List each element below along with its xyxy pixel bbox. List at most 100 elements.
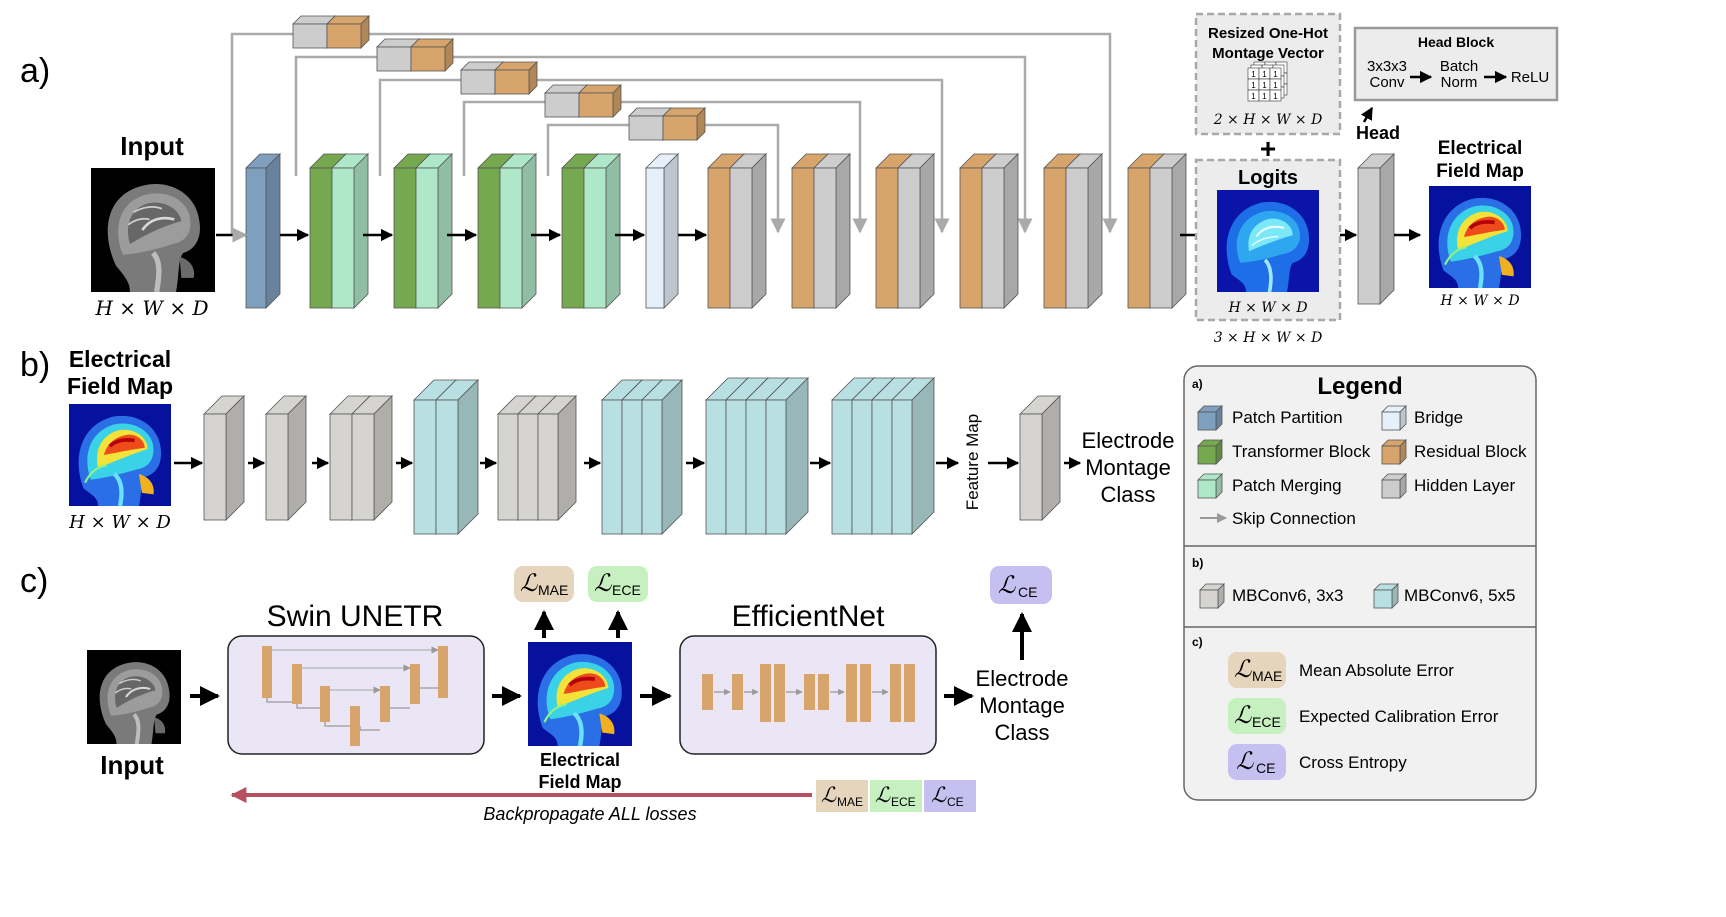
panel-label-a: a) — [20, 52, 50, 90]
b-block-3-layer-0-front — [329, 413, 353, 521]
panel-b: Electrical Field Map H × W × D Feature M… — [67, 346, 1174, 535]
loss-symbol: ℒ — [998, 571, 1016, 599]
legend-swatch-mbconv3-front — [1199, 589, 1219, 609]
logits-label: Logits — [1238, 167, 1298, 189]
swin-layer-5 — [410, 664, 420, 704]
panel-a-output-label-line1: Electrical — [1438, 138, 1523, 159]
head-block-layer — [1357, 153, 1395, 305]
loss-sub-ece: ECE — [891, 795, 916, 809]
decoder-stage-2 — [791, 153, 851, 309]
loss-symbol: ℒ — [594, 569, 612, 597]
head-label: Head — [1356, 123, 1400, 143]
logits-inner-dims: H × W × D — [1227, 300, 1307, 316]
skip-block-5-layer-0-front — [628, 115, 664, 141]
decoder-stage-4-layer-1 — [981, 153, 1019, 309]
b-block-7-layer-3-front — [765, 399, 787, 535]
skip-blocks — [292, 15, 706, 141]
skip-block-1-layer-1 — [326, 15, 370, 49]
loss-sub-ce: CE — [1018, 584, 1037, 600]
panel-b-output-line2: Montage — [1085, 455, 1171, 480]
b-block-2 — [265, 395, 307, 521]
loss-sub-ece: ECE — [1252, 714, 1281, 730]
efficientnet-layer-5 — [818, 674, 829, 710]
onehot-cell-value: 1 — [1251, 81, 1256, 90]
onehot-cell-value: 1 — [1262, 70, 1267, 79]
onehot-cell-value: 1 — [1273, 81, 1278, 90]
skip-block-3-layer-1-front — [494, 69, 530, 95]
b-block-3-layer-1-front — [351, 413, 375, 521]
panel-b-input-label-line1: Electrical — [69, 346, 171, 372]
b-block-final-front — [1019, 413, 1043, 521]
swin-layer-1 — [292, 664, 302, 704]
onehot-cell-value: 1 — [1251, 92, 1256, 101]
legend: a) Legend Patch Partition Bridge Transfo… — [1183, 365, 1537, 801]
encoder-stage-3-layer-0-front — [477, 167, 501, 309]
panel-label-b: b) — [20, 346, 50, 384]
b-block-5-layer-0-front — [497, 413, 519, 521]
legend-swatch-patch-partition — [1197, 405, 1223, 431]
panel-c-output-line1: Electrode — [976, 666, 1069, 691]
b-block-8-layer-3-side — [911, 377, 935, 535]
legend-mae-desc: Mean Absolute Error — [1299, 661, 1454, 680]
encoder-stage-4-layer-1-side — [605, 153, 621, 309]
efficientnet-layer-2 — [760, 664, 771, 722]
loss-badge-mae-bottom: ℒ MAE — [816, 780, 868, 812]
legend-hidden-layer: Hidden Layer — [1414, 476, 1515, 495]
decoder-stage-2-layer-0-front — [791, 167, 815, 309]
decoder-stage-3-layer-0-front — [875, 167, 899, 309]
panel-b-output-line3: Class — [1100, 482, 1155, 507]
panel-a-output-label-line2: Field Map — [1436, 161, 1524, 182]
bridge-block-side — [663, 153, 679, 309]
swin-unet-schematic — [262, 646, 448, 746]
head-block-box: Head Block 3x3x3 Conv Batch Norm ReLU — [1353, 26, 1559, 102]
legend-swatch-mbconv3 — [1199, 583, 1225, 609]
swin-layer-2 — [320, 686, 330, 722]
b-block-6-layer-2 — [641, 379, 683, 535]
efficientnet-layer-0 — [702, 674, 713, 710]
panel-c-input-label: Input — [100, 750, 164, 780]
b-block-4-layer-1 — [435, 379, 479, 535]
swin-layer-0 — [262, 646, 272, 698]
b-block-4 — [413, 379, 479, 535]
encoder-stage-3-layer-1-side — [521, 153, 537, 309]
decoder-stage-2-layer-1-side — [835, 153, 851, 309]
decoder-stage-6-layer-1-side — [1171, 153, 1187, 309]
b-block-3 — [329, 395, 393, 521]
legend-section-a: a) — [1192, 377, 1203, 391]
legend-title: Legend — [1317, 373, 1402, 400]
skip-block-1-layer-1-front — [326, 23, 362, 49]
panel-b-input-efm-image — [69, 404, 171, 506]
loss-symbol: ℒ — [520, 569, 538, 597]
patch-partition-block-front — [245, 167, 267, 309]
decoder-stage-1-layer-1 — [729, 153, 767, 309]
head-block-layer-front — [1357, 167, 1381, 305]
encoder-stage-4-layer-1-front — [583, 167, 607, 309]
panel-a-output-efm-image — [1429, 186, 1531, 288]
encoder-stage-4 — [561, 153, 621, 309]
encoder-stage-2-layer-1-front — [415, 167, 439, 309]
loss-badge-ece-top: ℒ ECE — [588, 566, 648, 602]
decoder-stage-6-layer-1-front — [1149, 167, 1173, 309]
legend-swatch-hidden-layer-front — [1381, 479, 1401, 499]
onehot-cell — [1269, 89, 1282, 102]
skip-block-5-layer-1-front — [662, 115, 698, 141]
decoder-stage-1-layer-1-front — [729, 167, 753, 309]
decoder-stage-3-layer-1-front — [897, 167, 921, 309]
swin-title: Swin UNETR — [267, 600, 444, 633]
encoder-stage-2-layer-1-side — [437, 153, 453, 309]
encoder-stage-1-layer-1-side — [353, 153, 369, 309]
b-block-final-side — [1041, 395, 1061, 521]
legend-swatch-patch-partition-front — [1197, 411, 1217, 431]
encoder-stage-4-layer-1 — [583, 153, 621, 309]
logits-image — [1216, 190, 1320, 292]
legend-swatch-transformer-block-front — [1197, 445, 1217, 465]
efficientnet-layer-8 — [890, 664, 901, 722]
efficientnet-layer-3 — [774, 664, 785, 722]
b-block-5-layer-1-front — [517, 413, 539, 521]
decoder-stage-2-layer-1-front — [813, 167, 837, 309]
b-block-1 — [203, 395, 245, 521]
legend-residual-block: Residual Block — [1414, 442, 1527, 461]
b-block-7-layer-0-front — [705, 399, 727, 535]
